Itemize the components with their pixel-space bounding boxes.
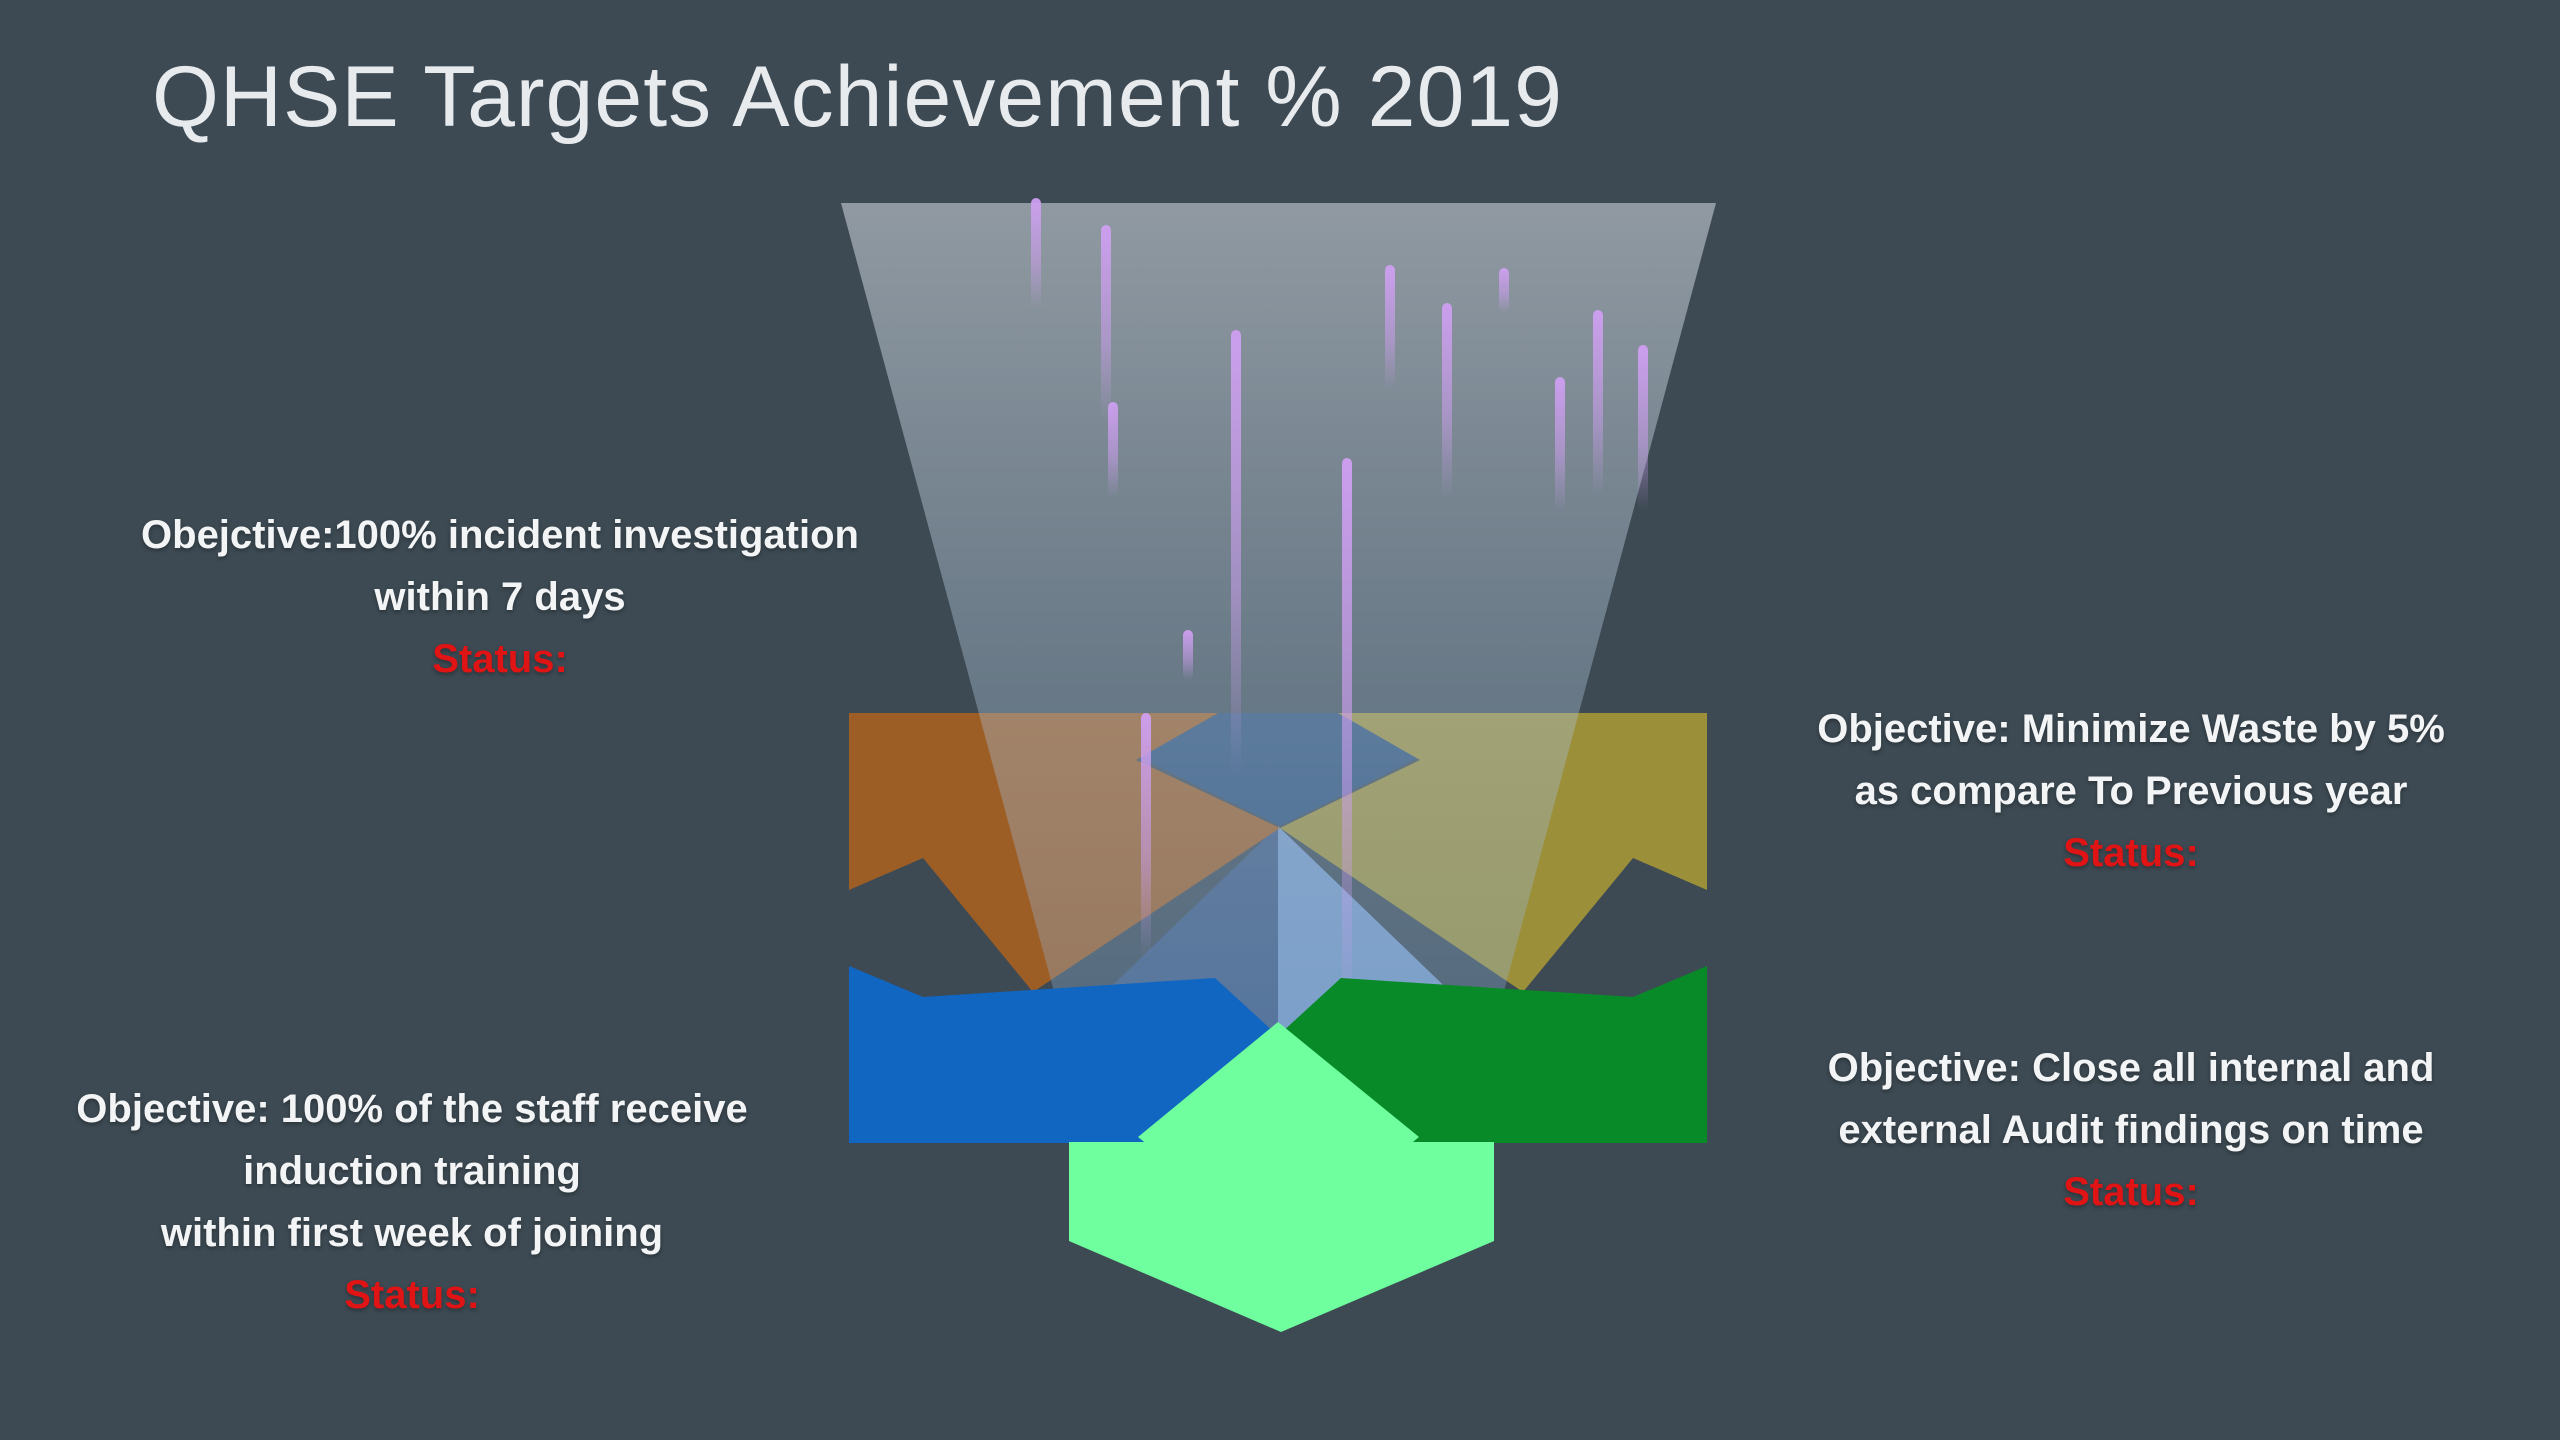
- purple-light-streaks: [1031, 198, 1648, 1033]
- objective-audit-text: Objective: Close all internal and extern…: [1827, 1046, 2435, 1152]
- objective-training-status-label: Status:: [344, 1273, 480, 1317]
- light-streak: [1231, 330, 1241, 775]
- objective-minimize-waste: Objective: Minimize Waste by 5% as compa…: [1711, 698, 2551, 884]
- light-streak: [1031, 198, 1041, 308]
- light-streak: [1385, 265, 1395, 390]
- objective-audit-status-label: Status:: [2063, 1170, 2199, 1214]
- light-streak: [1183, 630, 1193, 680]
- light-streak: [1499, 268, 1509, 313]
- objective-incident-text: Obejctive:100% incident investigation wi…: [141, 513, 859, 619]
- light-streak: [1141, 713, 1151, 958]
- light-streak: [1442, 303, 1452, 498]
- light-streak: [1555, 377, 1565, 512]
- objective-waste-text: Objective: Minimize Waste by 5% as compa…: [1817, 707, 2445, 813]
- light-streak: [1342, 458, 1352, 1033]
- objective-induction-training: Objective: 100% of the staff receive ind…: [0, 1078, 824, 1326]
- objective-waste-status-label: Status:: [2063, 831, 2199, 875]
- light-streak: [1101, 225, 1111, 420]
- light-streak: [1638, 345, 1648, 510]
- light-streak: [1593, 310, 1603, 495]
- objective-training-text: Objective: 100% of the staff receive ind…: [76, 1087, 748, 1255]
- objective-incident-status-label: Status:: [432, 637, 568, 681]
- objective-incident-investigation: Obejctive:100% incident investigation wi…: [80, 504, 920, 690]
- objective-audit-findings: Objective: Close all internal and extern…: [1711, 1037, 2551, 1223]
- light-streak: [1108, 402, 1118, 497]
- slide-title: QHSE Targets Achievement % 2019: [152, 49, 1563, 145]
- mint-hexagon-collector: [1069, 1142, 1494, 1332]
- light-funnel-beam: [841, 203, 1716, 1147]
